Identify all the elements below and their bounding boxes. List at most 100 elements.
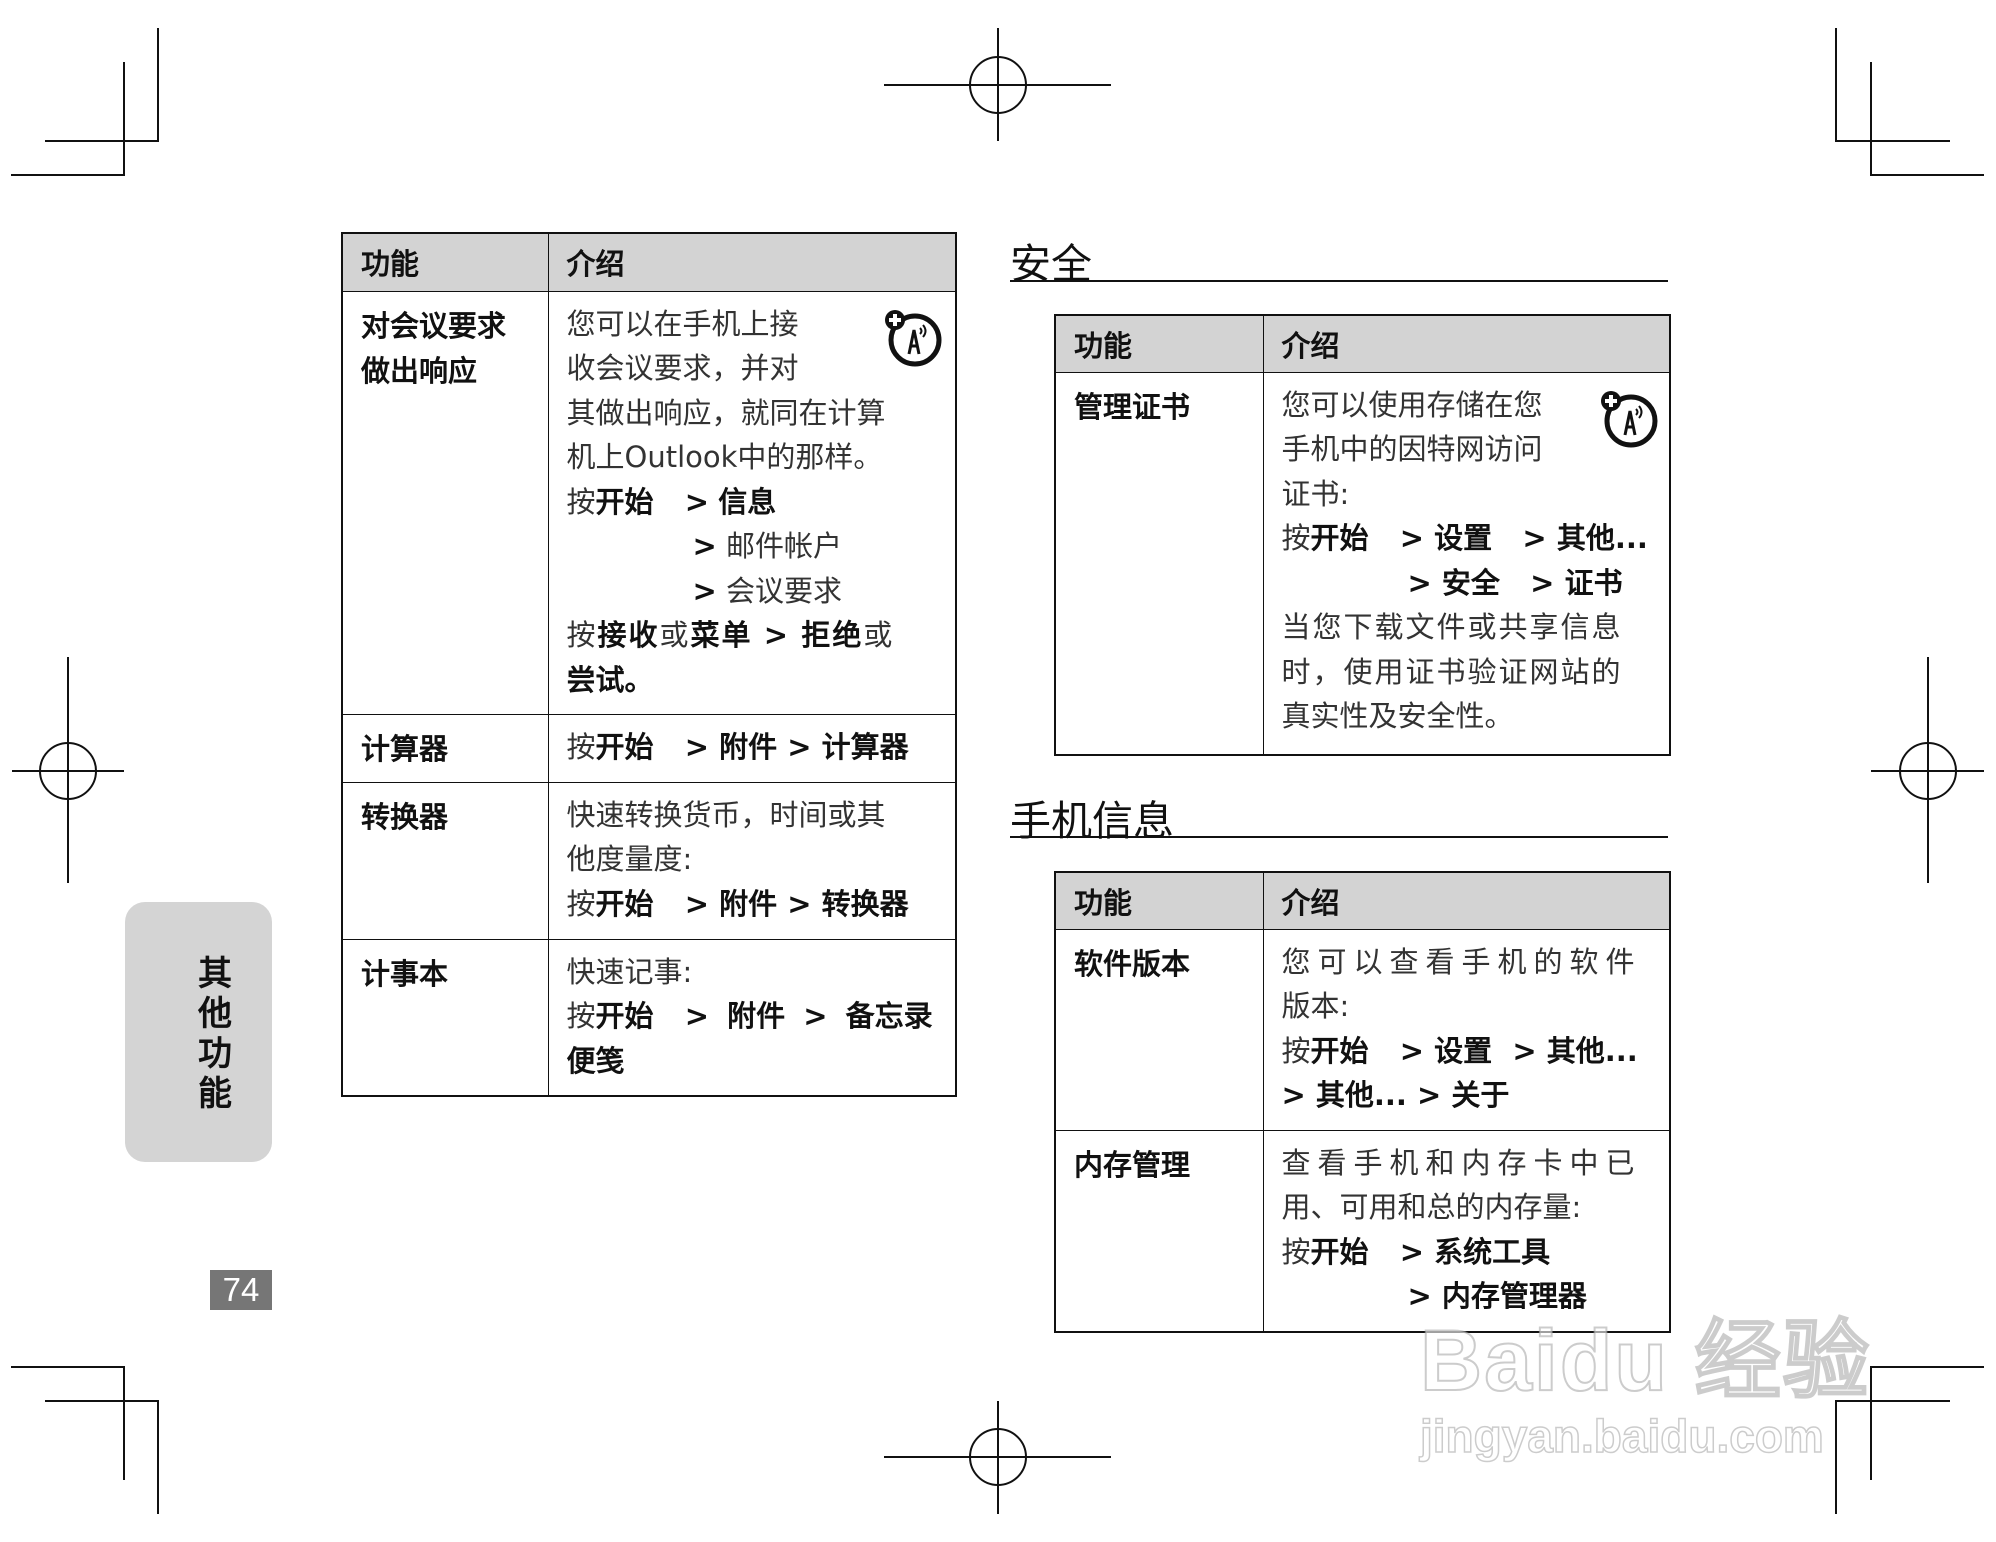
description-text: 收会议要求，并对 [566, 351, 799, 385]
start-key-label: 开始 [595, 484, 654, 519]
description-text: 您可以使用存储在您 [1281, 387, 1543, 422]
page-number: 74 [210, 1270, 272, 1310]
table-row-manage-certificates: 管理证书 您可以使用存储在您 手机中的因特网访问 证书: 按开始 > 设置 > … [1054, 371, 1671, 756]
function-label: 做出响应 [361, 353, 478, 388]
menu-path: 按开始 > 系统工具 [1282, 1230, 1656, 1275]
menu-path-text: > 安全 > 证书 [1407, 565, 1623, 600]
menu-path: > 邮件帐户 [567, 524, 942, 569]
chapter-tab-char: 他 [198, 994, 232, 1034]
menu-path: 按开始 > 设置 > 其他... [1282, 516, 1656, 561]
description-text: 真实性及安全性。 [1281, 699, 1514, 733]
description-text: 时，使用证书验证网站的 [1281, 654, 1623, 689]
menu-path: 按开始 > 附件 > 备忘录 [567, 994, 942, 1039]
description-text: 手机中的因特网访问 [1281, 432, 1543, 466]
description-text: 您可以查看手机的软件 [1281, 944, 1642, 979]
function-label: 软件版本 [1074, 946, 1191, 981]
menu-path: 按开始 > 附件 > 计算器 [567, 725, 942, 770]
section-divider [1010, 836, 1668, 838]
function-cell: 转换器 [341, 781, 549, 940]
column-header-description: 介绍 [1262, 871, 1671, 930]
section-title-phone-info: 手机信息 [1010, 797, 1174, 845]
function-label: 管理证书 [1074, 389, 1191, 424]
function-label: 计算器 [361, 732, 449, 766]
path-separator: > [692, 573, 717, 608]
network-service-icon [1601, 390, 1658, 447]
path-separator: > [763, 618, 791, 652]
function-cell: 内存管理 [1054, 1129, 1264, 1332]
chapter-tab: 其 他 功 能 [125, 902, 272, 1162]
start-key-label: 开始 [595, 886, 654, 921]
column-header-description: 介绍 [547, 232, 957, 292]
menu-path: 按开始 > 信息 [567, 480, 942, 525]
menu-path-text: > 设置 > 其他... [1399, 1033, 1638, 1068]
description-cell: 您可以在手机上接 收会议要求，并对 其做出响应，就同在计算 机上Outlook中… [547, 290, 957, 715]
menu-path-text: > 其他... > 关于 [1281, 1078, 1510, 1112]
description-cell: 按开始 > 附件 > 计算器 [547, 714, 957, 783]
chapter-tab-char: 其 [198, 954, 232, 994]
table-row-notepad: 计事本 快速记事: 按开始 > 附件 > 备忘录 便笺 [341, 938, 957, 1097]
menu-path: 按开始 > 附件 > 转换器 [567, 882, 942, 927]
chapter-tab-label: 其 他 功 能 [197, 954, 233, 1114]
press-label: 按 [566, 886, 596, 921]
tentative-label: 尝试。 [566, 662, 654, 697]
chapter-tab-char: 能 [198, 1074, 232, 1114]
function-cell: 计事本 [341, 938, 549, 1097]
description-text: 快速转换货币，时间或其 [566, 797, 886, 832]
column-header-description: 介绍 [1262, 314, 1671, 373]
menu-item-email-accounts: 邮件帐户 [726, 529, 843, 563]
description-text: 版本: [1281, 989, 1350, 1023]
menu-path-text: > 附件 > 计算器 [684, 730, 909, 764]
description-text: 他度量度: [566, 842, 693, 876]
watermark-url: jingyan.baidu.com [1419, 1409, 1824, 1463]
description-cell: 查看手机和内存卡中已 用、可用和总的内存量: 按开始 > 系统工具 > 内存管理… [1262, 1129, 1671, 1332]
menu-item-messages: 信息 [718, 484, 777, 519]
description-text: 当您下载文件或共享信息 [1281, 610, 1623, 644]
press-label: 按 [566, 618, 598, 652]
column-header-function: 功能 [341, 232, 549, 292]
other-features-table: 功能 介绍 对会议要求 做出响应 您可以在手机上接 收会议要求，并对 其做出响应… [341, 232, 957, 1097]
watermark-logo-text: Baidu 经验 [1419, 1312, 1871, 1410]
press-label: 按 [566, 484, 596, 519]
section-divider [1010, 280, 1668, 282]
menu-item-meeting-requests: 会议要求 [726, 573, 843, 608]
baidu-watermark: Baidu 经验 jingyan.baidu.com [1419, 1290, 1871, 1463]
press-label: 按 [1281, 1234, 1311, 1269]
menu-label: 菜单 [690, 618, 753, 652]
path-separator: > [692, 529, 717, 563]
description-text: 用、可用和总的内存量: [1281, 1190, 1582, 1224]
start-key-label: 开始 [595, 730, 654, 764]
table-row-calculator: 计算器 按开始 > 附件 > 计算器 [341, 714, 957, 783]
menu-path: > 会议要求 [567, 569, 942, 614]
menu-path-text: > 附件 > 备忘录 [684, 999, 933, 1033]
press-label: 按 [1281, 1033, 1311, 1068]
press-label: 按 [566, 730, 596, 764]
phone-info-table: 功能 介绍 软件版本 您可以查看手机的软件 版本: 按开始 > 设置 > 其他.… [1054, 871, 1671, 1333]
menu-path-text: > 附件 > 转换器 [684, 886, 909, 921]
or-label: 或 [863, 618, 895, 652]
menu-path: 按开始 > 设置 > 其他... [1282, 1029, 1656, 1074]
column-header-function: 功能 [1054, 314, 1264, 373]
description-cell: 快速转换货币，时间或其 他度量度: 按开始 > 附件 > 转换器 [547, 781, 957, 940]
description-text: 您可以在手机上接 [566, 306, 799, 341]
function-cell: 软件版本 [1054, 928, 1264, 1131]
description-cell: 您可以查看手机的软件 版本: 按开始 > 设置 > 其他... > 其他... … [1262, 928, 1671, 1131]
action-instructions: 按接收或菜单 > 拒绝或 [567, 613, 942, 658]
menu-path-text: > 设置 > 其他... [1399, 521, 1648, 555]
description-text: 便笺 [566, 1043, 625, 1078]
description-cell: 快速记事: 按开始 > 附件 > 备忘录 便笺 [547, 938, 957, 1097]
security-table: 功能 介绍 管理证书 您可以使用存储在您 手机中的因特网访问 证书: 按开始 >… [1054, 314, 1671, 756]
press-label: 按 [1281, 521, 1311, 555]
table-row-converter: 转换器 快速转换货币，时间或其 他度量度: 按开始 > 附件 > 转换器 [341, 781, 957, 940]
function-label: 内存管理 [1074, 1147, 1191, 1182]
path-separator: > [684, 484, 710, 519]
description-text: 查看手机和内存卡中已 [1281, 1145, 1642, 1180]
table-row-software-version: 软件版本 您可以查看手机的软件 版本: 按开始 > 设置 > 其他... > 其… [1054, 928, 1671, 1131]
start-key-label: 开始 [595, 999, 654, 1033]
start-key-label: 开始 [1310, 521, 1369, 555]
function-label: 计事本 [361, 956, 449, 991]
decline-label: 拒绝 [801, 618, 864, 652]
function-label: 对会议要求 [361, 308, 507, 343]
column-header-function: 功能 [1054, 871, 1264, 930]
chapter-tab-char: 功 [198, 1034, 232, 1074]
description-cell: 您可以使用存储在您 手机中的因特网访问 证书: 按开始 > 设置 > 其他...… [1262, 371, 1671, 756]
